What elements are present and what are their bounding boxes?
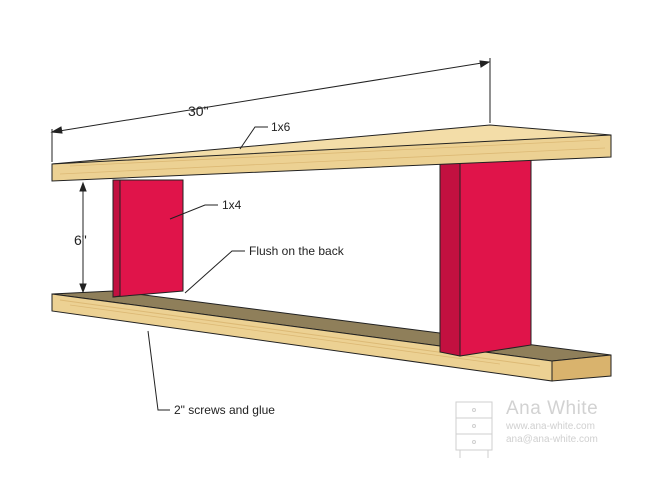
height-dimension (79, 181, 87, 294)
dimension-line (52, 61, 489, 133)
wood-grain-line (69, 139, 601, 167)
arrowhead (50, 126, 63, 134)
height-dimension-label: 6" (74, 232, 87, 248)
leader-lines (147, 126, 268, 411)
arrowhead (79, 181, 87, 192)
right-support-front (459, 159, 532, 357)
wood-grain-line (69, 304, 501, 365)
left-support-front (112, 179, 184, 298)
right-support-side (439, 159, 461, 357)
top-board-label: 1x6 (271, 120, 291, 134)
width-dimension (50, 58, 491, 162)
arrowhead (479, 60, 491, 68)
bottom-board-end-face (551, 354, 612, 382)
left-support-edge (112, 179, 121, 298)
leader-1x4 (169, 204, 218, 220)
support-label: 1x4 (222, 198, 242, 212)
wood-grain-line (59, 147, 606, 175)
leader-flush (184, 250, 245, 294)
top-board (51, 124, 612, 182)
left-support (112, 179, 184, 298)
watermark-url: www.ana-white.com (506, 421, 595, 432)
watermark-brand: Ana White (506, 398, 599, 419)
right-support (439, 159, 532, 357)
watermark-furniture-icon (455, 401, 493, 458)
leader-screws (147, 330, 170, 411)
flush-note-label: Flush on the back (249, 244, 344, 258)
watermark-email: ana@ana-white.com (506, 434, 598, 445)
arrowhead (79, 283, 87, 294)
fastener-note-label: 2" screws and glue (174, 403, 275, 417)
leader-1x6 (239, 126, 268, 150)
width-dimension-label: 30" (188, 103, 209, 119)
